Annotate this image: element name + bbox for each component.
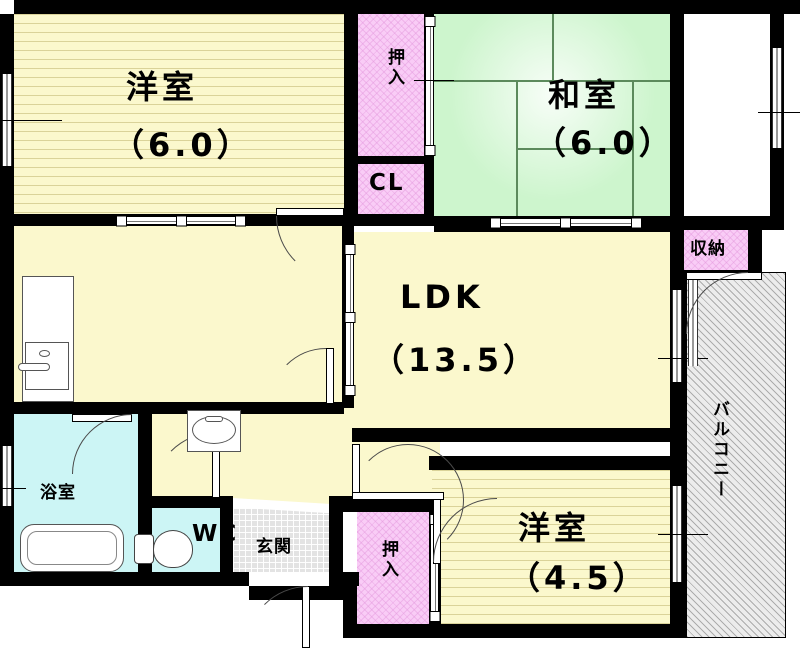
label-bedroom-top-left-size: （6.0） (112, 126, 253, 164)
wall-genkan-right (329, 496, 343, 586)
window-ldk-balcony (672, 290, 682, 382)
window-tick (658, 534, 708, 535)
label-bedroom-top-left-name: 洋室 (126, 68, 199, 106)
label-genkan: 玄関 (256, 537, 292, 557)
label-wc: WC (192, 521, 239, 547)
wall-wc-right (220, 496, 233, 572)
toilet-bowl (153, 530, 193, 568)
room-washitsu (434, 14, 670, 216)
bathtub (20, 524, 124, 572)
space-cl (358, 162, 424, 214)
room-ldk (352, 232, 670, 428)
window-tick (0, 120, 62, 121)
wall-exterior-bottom-left (0, 572, 233, 586)
wall-oshiire-left (343, 586, 357, 638)
label-bedroom-bottom-right-name: 洋室 (518, 509, 591, 547)
wall-bathroom-right (138, 414, 152, 572)
label-yokushitsu: 浴室 (40, 483, 76, 503)
tatami-mat-line (434, 80, 670, 82)
wall-genkan-left (220, 496, 233, 508)
window-washitsu-right (772, 48, 782, 148)
washbasin-faucet (205, 416, 223, 422)
sliding-door-oshiire-top[interactable] (424, 16, 435, 156)
label-washitsu-name: 和室 (548, 76, 621, 114)
wall-exterior-top (14, 0, 770, 14)
tatami-mat-line (552, 14, 554, 80)
wall-above-storage (670, 216, 784, 230)
wall-washitsu-right (670, 14, 684, 230)
washbasin (192, 416, 236, 444)
wall-genkan-corner (249, 586, 263, 600)
wall-bedroom-br-top (429, 456, 684, 470)
toilet-tank (134, 534, 154, 564)
wall-storage-right (748, 230, 762, 272)
label-ldk-name: LDK (400, 278, 484, 316)
room-bedroom-top-left (14, 14, 354, 214)
wall-bathroom-corner (14, 402, 28, 414)
wall-exterior-top-right (770, 0, 800, 14)
tatami-mat-line (516, 148, 634, 150)
label-balcony: バルコニー (709, 400, 729, 500)
label-shuno: 収納 (690, 239, 726, 259)
fusuma-tick (414, 80, 454, 81)
door-kitchen-hall-leaf[interactable] (326, 348, 334, 404)
wall-genkan-bottom (233, 572, 249, 586)
label-cl: CL (369, 170, 405, 196)
window-tick (0, 488, 26, 489)
kitchen-faucet (18, 363, 50, 371)
door-hall-arc (352, 444, 464, 556)
sliding-door-bedroom-tl[interactable] (116, 215, 246, 226)
wall-exterior-bottom (343, 624, 685, 638)
wall-storage-left (670, 230, 684, 272)
wall-oshiire-cl-divider (344, 156, 434, 164)
wall-ldk-bottom (352, 428, 684, 442)
label-oshiire-top: 押入 (384, 48, 404, 88)
door-cl-leaf[interactable] (276, 208, 344, 216)
tatami-mat-line (632, 80, 634, 216)
wall-bedroom-tl-right (344, 14, 358, 214)
label-washitsu-size: （6.0） (534, 124, 675, 162)
window-tick (658, 358, 708, 359)
kitchen-drain-icon (39, 350, 50, 357)
window-bathroom-left (2, 446, 12, 506)
wall-kitchen-bottom (14, 402, 344, 414)
wall-wc-top (138, 496, 220, 508)
space-shuno (684, 228, 748, 270)
sliding-door-washitsu[interactable] (490, 217, 642, 228)
label-ldk-size: （13.5） (372, 341, 539, 379)
window-tick (758, 112, 800, 113)
space-oshiire-top (358, 14, 424, 160)
label-oshiire-bottom: 押入 (378, 540, 398, 580)
space-genkan (233, 508, 343, 572)
label-bedroom-bottom-right-size: （4.5） (508, 559, 649, 597)
